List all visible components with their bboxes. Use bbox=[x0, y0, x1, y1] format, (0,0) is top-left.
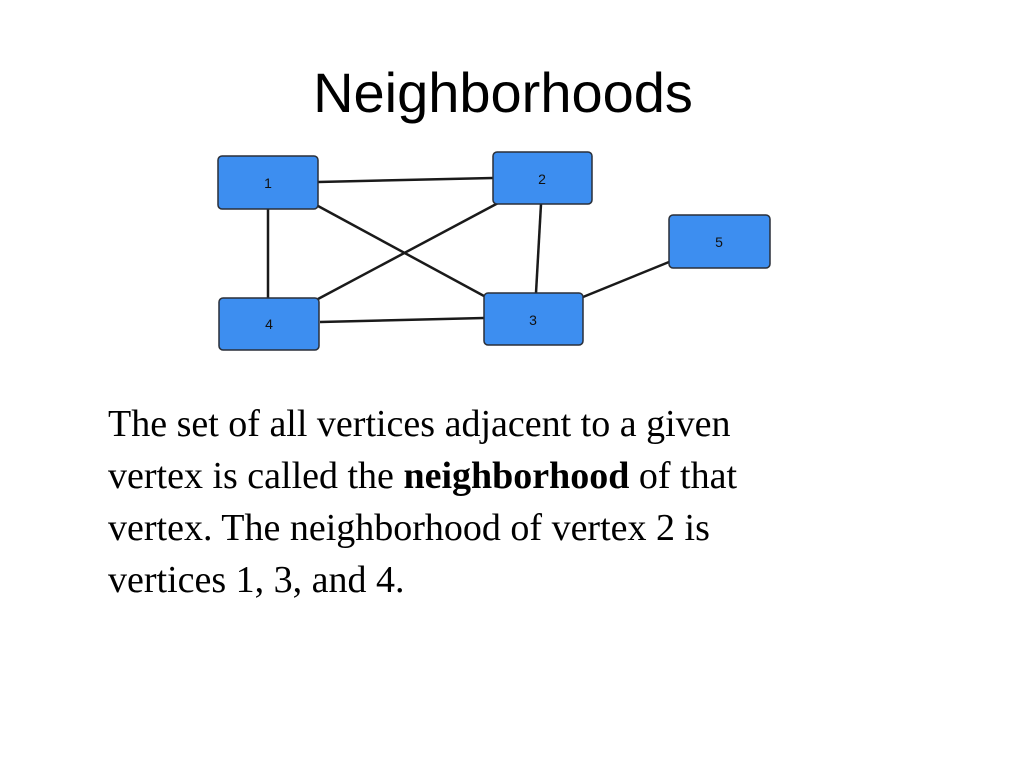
edge-4-3 bbox=[319, 316, 485, 324]
node-2: 2 bbox=[492, 151, 593, 205]
body-line-2-pre: vertex is called the bbox=[108, 455, 404, 497]
slide-title: Neighborhoods bbox=[313, 61, 693, 124]
body-line-4: vertices 1, 3, and 4. bbox=[108, 559, 405, 601]
node-1-label: 1 bbox=[264, 175, 272, 191]
body-line-1: The set of all vertices adjacent to a gi… bbox=[108, 403, 731, 445]
body-paragraph: The set of all vertices adjacent to a gi… bbox=[108, 398, 908, 606]
neighborhood-term: neighborhood bbox=[403, 455, 630, 497]
edge-3-5 bbox=[582, 260, 670, 299]
node-5: 5 bbox=[668, 214, 771, 269]
edge-1-2 bbox=[317, 176, 494, 184]
body-line-3: vertex. The neighborhood of vertex 2 is bbox=[108, 507, 710, 549]
node-2-label: 2 bbox=[538, 171, 546, 187]
body-line-2: vertex is called the neighborhood of tha… bbox=[108, 450, 908, 502]
node-5-label: 5 bbox=[715, 234, 723, 250]
edge-2-3 bbox=[534, 203, 543, 294]
edge-1-3 bbox=[317, 204, 485, 298]
node-4: 4 bbox=[218, 297, 320, 351]
edge-2-4 bbox=[317, 200, 501, 301]
body-line-2-post: of that bbox=[629, 455, 738, 497]
graph-nodes: 1 2 3 4 5 bbox=[217, 151, 771, 351]
node-3: 3 bbox=[483, 292, 584, 346]
graph-edges bbox=[266, 176, 670, 324]
node-3-label: 3 bbox=[529, 312, 537, 328]
node-4-label: 4 bbox=[265, 316, 273, 332]
node-1: 1 bbox=[217, 155, 319, 210]
